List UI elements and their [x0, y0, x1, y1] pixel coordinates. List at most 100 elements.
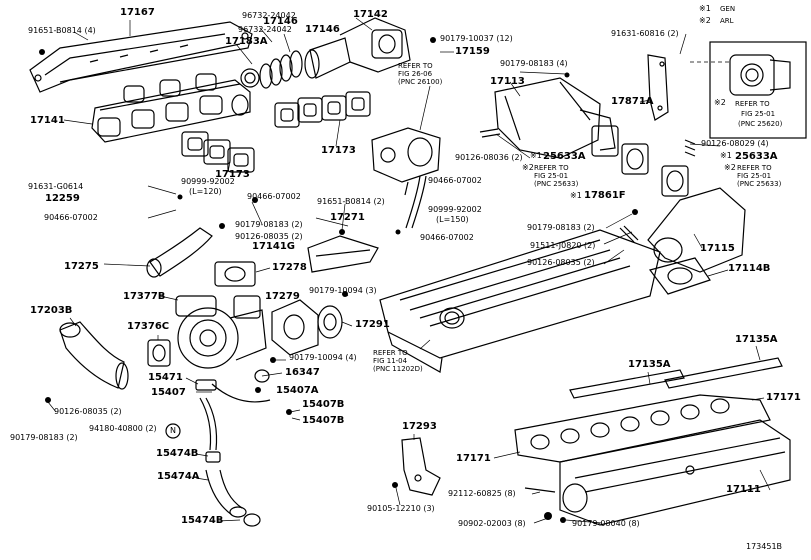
label-17278: 17278: [272, 262, 307, 273]
label-17141: 17141: [30, 115, 65, 126]
engine-cover: [379, 229, 661, 373]
label-90466-07002-d: 90466-07002: [420, 233, 474, 242]
refer-25-01-a: REFER TO FIG 25-01 (PNC 25633): [534, 164, 579, 189]
label-15407a: 15407A: [276, 385, 319, 396]
gasket-strips-17135a: [569, 357, 783, 399]
label-15474b-b: 15474B: [181, 515, 224, 526]
legend-1-mark: ※1: [699, 4, 711, 13]
label-90126-08029: 90126-08029 (4): [701, 139, 769, 148]
label-12259: 12259: [45, 193, 80, 204]
label-17141g: 17141G: [252, 241, 295, 252]
label-17115: 17115: [700, 243, 735, 254]
label-94180-40800: 94180-40800 (2): [89, 424, 157, 433]
label-17142: 17142: [353, 9, 388, 20]
label-90466-07002-a: 90466-07002: [247, 192, 301, 201]
label-96732-24042-a: 96732-24042: [242, 11, 296, 20]
gasket-17278: [214, 261, 256, 287]
leader-lines: [47, 17, 771, 524]
label-17171-b: 17171: [456, 453, 491, 464]
refer-25-01-a-mark: ※2: [522, 163, 534, 172]
inset-line1: REFER TO: [735, 100, 770, 108]
bracket-17293: [401, 437, 441, 496]
label-17167: 17167: [120, 7, 155, 18]
label-25633a-a: 25633A: [543, 151, 586, 162]
inset-mark: ※2: [714, 98, 726, 107]
valve-body: [371, 127, 441, 196]
label-17279: 17279: [265, 291, 300, 302]
label-n: N: [170, 426, 176, 435]
gaskets-17173-left: [181, 131, 255, 173]
label-17861f: 17861F: [584, 190, 626, 201]
heat-insulator-17167: [29, 21, 253, 93]
label-17171-a: 17171: [766, 392, 801, 403]
label-90466-07002-c: 90466-07002: [428, 176, 482, 185]
label-17861f-mark: ※1: [570, 191, 582, 200]
fasteners: [39, 37, 639, 523]
gasket-17376c: [147, 339, 171, 367]
label-17203b: 17203B: [30, 305, 73, 316]
label-90179-08183-2c: 90179-08183 (2): [10, 433, 78, 442]
label-90179-08183-2b: 90179-08183 (2): [527, 223, 595, 232]
label-17146-a: 17146: [263, 16, 298, 27]
label-17111: 17111: [726, 484, 761, 495]
heat-insulator-17271: [307, 235, 379, 273]
label-91511-j0820: 91511-J0820 (2): [530, 241, 596, 250]
label-90126-08036: 90126-08036 (2): [455, 153, 523, 162]
gasket-17114b: [648, 257, 711, 295]
label-17159: 17159: [455, 46, 490, 57]
label-17271: 17271: [330, 212, 365, 223]
label-25633a-b: 25633A: [735, 151, 778, 162]
inset-box: [690, 41, 807, 139]
refer-11-04: REFER TO FIG 11-04 (PNC 11202D): [373, 349, 423, 374]
outlet-17279: [271, 299, 319, 356]
label-17135a-a: 17135A: [628, 359, 671, 370]
outlet-17291: [317, 305, 343, 339]
label-90105-12210: 90105-12210 (3): [367, 504, 435, 513]
legend-2-text: ARL: [720, 17, 734, 25]
label-15407b-a: 15407B: [302, 399, 345, 410]
label-17275: 17275: [64, 261, 99, 272]
refer-25-01-b: REFER TO FIG 25-01 (PNC 25633): [737, 164, 782, 189]
label-15474b-a: 15474B: [156, 448, 199, 459]
outlet-elbow-17113: [494, 77, 649, 175]
exhaust-pipe-17142: [240, 17, 411, 89]
label-90902-02003: 90902-02003 (8): [458, 519, 526, 528]
label-17291: 17291: [355, 319, 390, 330]
label-15407: 15407: [151, 387, 186, 398]
refer-26-06: REFER TO FIG 26-06 (PNC 26100): [398, 62, 443, 87]
label-17146-b: 17146: [305, 24, 340, 35]
hose-15474: [205, 451, 261, 527]
inset-line2: FIG 25-01: [741, 110, 776, 118]
label-15407b-b: 15407B: [302, 415, 345, 426]
label-25633a-b-mark: ※1: [720, 151, 732, 160]
elbow-17275: [146, 227, 213, 278]
label-17293: 17293: [402, 421, 437, 432]
label-90179-08040: 90179-08040 (8): [572, 519, 640, 528]
figure-id: 173451B: [746, 542, 783, 551]
intake-manifold-17111: [559, 419, 791, 526]
label-17173-b: 17173: [321, 145, 356, 156]
label-17871a: 17871A: [611, 96, 654, 107]
label-91651-b0814-4: 91651-B0814 (4): [28, 26, 96, 35]
label-17135a-b: 17135A: [735, 334, 778, 345]
label-92112-60825: 92112-60825 (8): [448, 489, 516, 498]
turbocharger: [175, 295, 267, 369]
label-25633a-a-mark: ※1: [530, 151, 542, 160]
label-90126-08035-2a: 90126-08035 (2): [235, 232, 303, 241]
label-91631-g0614: 91631-G0614: [28, 182, 84, 191]
label-96732-24042-b: 96732-24042: [238, 25, 292, 34]
label-91631-60816: 91631-60816 (2): [611, 29, 679, 38]
label-17173-a: 17173: [215, 169, 250, 180]
label-15474a: 15474A: [157, 471, 200, 482]
label-15471: 15471: [148, 372, 183, 383]
gaskets-17171: [514, 394, 771, 463]
oil-pipe: [195, 369, 271, 451]
note-n-marker: [165, 423, 181, 439]
label-17114b: 17114B: [728, 263, 771, 274]
label-90179-10094-3: 90179-10094 (3): [309, 286, 377, 295]
label-90179-08183-2a: 90179-08183 (2): [235, 220, 303, 229]
label-17183a: 17183A: [225, 36, 268, 47]
label-90179-08183-4: 90179-08183 (4): [500, 59, 568, 68]
label-16347: 16347: [285, 367, 320, 378]
